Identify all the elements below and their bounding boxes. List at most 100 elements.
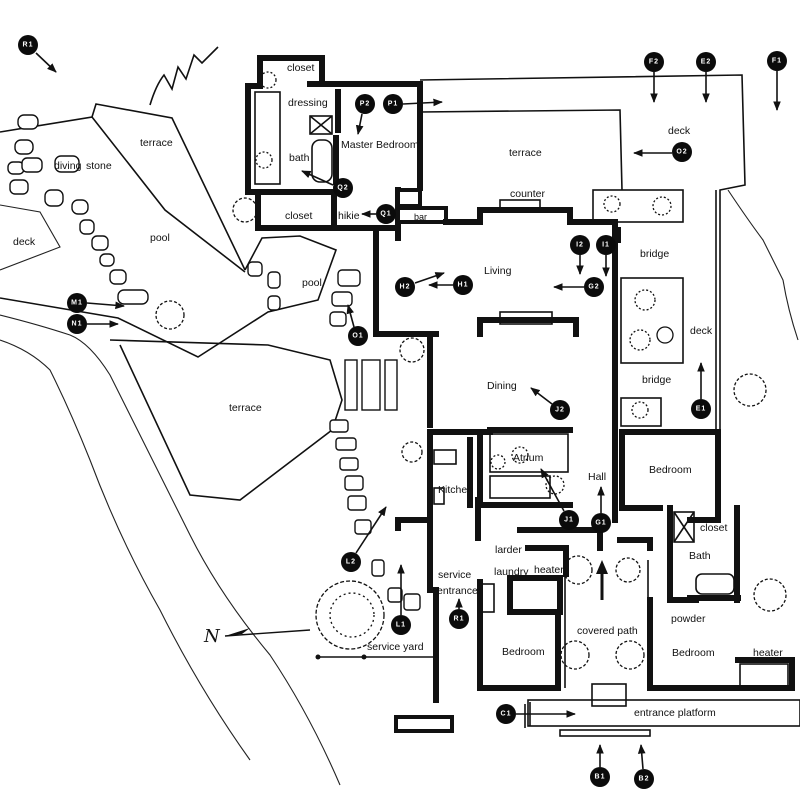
- stepping-stones: [7, 114, 421, 611]
- outdoor-terrace-south: terrace: [229, 402, 262, 414]
- room-labels: closet dressing Master Bedroom bath clos…: [13, 62, 783, 719]
- viewpoint-R1-top[interactable]: R1: [18, 35, 57, 73]
- outdoor-terrace-north: terrace: [140, 137, 173, 149]
- viewpoint-label: E1: [696, 406, 707, 413]
- viewpoint-H2[interactable]: H2: [395, 272, 445, 297]
- viewpoint-label: M1: [71, 300, 83, 307]
- viewpoint-circle: [395, 277, 415, 297]
- viewpoint-I2[interactable]: I2: [570, 235, 590, 275]
- site-lines: [0, 46, 799, 786]
- viewpoint-circle: [591, 513, 611, 533]
- viewpoint-B2[interactable]: B2: [634, 744, 654, 789]
- viewpoint-markers: R1 F2 E2 F1 P2 P1 O2 Q2 Q1 I2 I1 H2 H1 G…: [18, 35, 787, 789]
- building-walls: [245, 55, 800, 737]
- room-bedroom-east-upper: Bedroom: [649, 464, 692, 476]
- viewpoint-label: L1: [396, 622, 406, 629]
- viewpoint-M1[interactable]: M1: [67, 293, 125, 313]
- viewpoint-I1[interactable]: I1: [596, 235, 616, 277]
- viewpoint-Q2[interactable]: Q2: [301, 170, 353, 198]
- outdoor-diving: diving: [54, 160, 82, 172]
- room-bath-east: Bath: [689, 550, 711, 562]
- room-service: service: [438, 569, 471, 581]
- viewpoint-circle: [383, 94, 403, 114]
- room-service-yard: service yard: [367, 641, 424, 653]
- viewpoint-circle: [496, 704, 516, 724]
- viewpoint-G1[interactable]: G1: [591, 486, 611, 533]
- outdoor-bridge-2: bridge: [642, 374, 671, 386]
- viewpoint-label: J2: [555, 407, 565, 414]
- viewpoint-L2[interactable]: L2: [341, 506, 387, 572]
- room-closet-lower: closet: [285, 210, 313, 222]
- viewpoint-circle: [584, 277, 604, 297]
- room-dining: Dining: [487, 380, 517, 392]
- viewpoint-F2[interactable]: F2: [644, 52, 664, 103]
- viewpoint-R1[interactable]: R1: [449, 598, 469, 629]
- viewpoint-label: Q2: [337, 185, 348, 192]
- view-direction-arrow: [35, 52, 57, 73]
- viewpoint-label: C1: [501, 711, 512, 718]
- viewpoint-label: H1: [458, 282, 469, 289]
- viewpoint-G2[interactable]: G2: [553, 277, 604, 297]
- viewpoint-F1[interactable]: F1: [767, 51, 787, 111]
- room-kitchen: Kitchen: [438, 484, 473, 496]
- room-bath-master: bath: [289, 152, 310, 164]
- view-direction-arrow: [355, 113, 364, 135]
- outdoor-stone: stone: [86, 160, 112, 172]
- room-hikie: hikie: [338, 210, 360, 222]
- room-hall: Hall: [588, 471, 606, 483]
- outdoor-pool-small: pool: [302, 277, 322, 289]
- room-closet-east: closet: [700, 522, 728, 534]
- viewpoint-E1[interactable]: E1: [691, 362, 711, 419]
- viewpoint-circle: [355, 94, 375, 114]
- viewpoint-label: G1: [595, 520, 606, 527]
- view-direction-arrow: [540, 468, 565, 512]
- viewpoint-circle: [596, 235, 616, 255]
- viewpoint-P2[interactable]: P2: [355, 94, 375, 135]
- viewpoint-circle: [333, 178, 353, 198]
- viewpoint-label: L2: [346, 559, 356, 566]
- room-laundry: laundry: [494, 566, 529, 578]
- viewpoint-J1[interactable]: J1: [540, 468, 579, 530]
- viewpoint-label: R1: [23, 42, 34, 49]
- viewpoint-circle: [449, 609, 469, 629]
- viewpoint-circle: [634, 769, 654, 789]
- room-heater-center: heater: [534, 564, 564, 576]
- viewpoint-Q1[interactable]: Q1: [361, 204, 396, 224]
- view-direction-arrow: [301, 170, 334, 186]
- viewpoint-E2[interactable]: E2: [696, 52, 716, 103]
- viewpoint-circle: [570, 235, 590, 255]
- viewpoint-O2[interactable]: O2: [633, 142, 692, 162]
- viewpoint-circle: [376, 204, 396, 224]
- viewpoint-circle: [67, 314, 87, 334]
- viewpoint-label: R1: [454, 616, 465, 623]
- viewpoint-label: F2: [649, 59, 659, 66]
- viewpoint-circle: [559, 510, 579, 530]
- outdoor-pool-main: pool: [150, 232, 170, 244]
- viewpoint-label: P2: [360, 101, 371, 108]
- viewpoint-L1[interactable]: L1: [391, 564, 411, 635]
- viewpoint-N1[interactable]: N1: [67, 314, 119, 334]
- viewpoint-circle: [644, 52, 664, 72]
- view-direction-arrow: [355, 506, 387, 554]
- viewpoint-label: I1: [602, 242, 610, 249]
- viewpoint-C1[interactable]: C1: [496, 704, 576, 724]
- room-heater-east: heater: [753, 647, 783, 659]
- view-direction-arrow: [637, 744, 646, 770]
- viewpoint-label: P1: [388, 101, 399, 108]
- north-arrow: N: [203, 626, 311, 647]
- room-living: Living: [484, 265, 512, 277]
- view-direction-arrow: [414, 272, 445, 284]
- viewpoint-circle: [672, 142, 692, 162]
- viewpoint-P1[interactable]: P1: [383, 94, 443, 114]
- entry-direction-arrow: [596, 560, 608, 600]
- outdoor-bridge-1: bridge: [640, 248, 669, 260]
- viewpoint-label: B2: [639, 776, 650, 783]
- viewpoint-circle: [67, 293, 87, 313]
- viewpoint-O1[interactable]: O1: [346, 304, 368, 346]
- viewpoint-H1[interactable]: H1: [428, 275, 473, 295]
- room-dressing: dressing: [288, 97, 328, 109]
- viewpoint-B1[interactable]: B1: [590, 744, 610, 787]
- viewpoint-circle: [18, 35, 38, 55]
- viewpoint-label: E2: [701, 59, 712, 66]
- viewpoint-J2[interactable]: J2: [530, 387, 570, 420]
